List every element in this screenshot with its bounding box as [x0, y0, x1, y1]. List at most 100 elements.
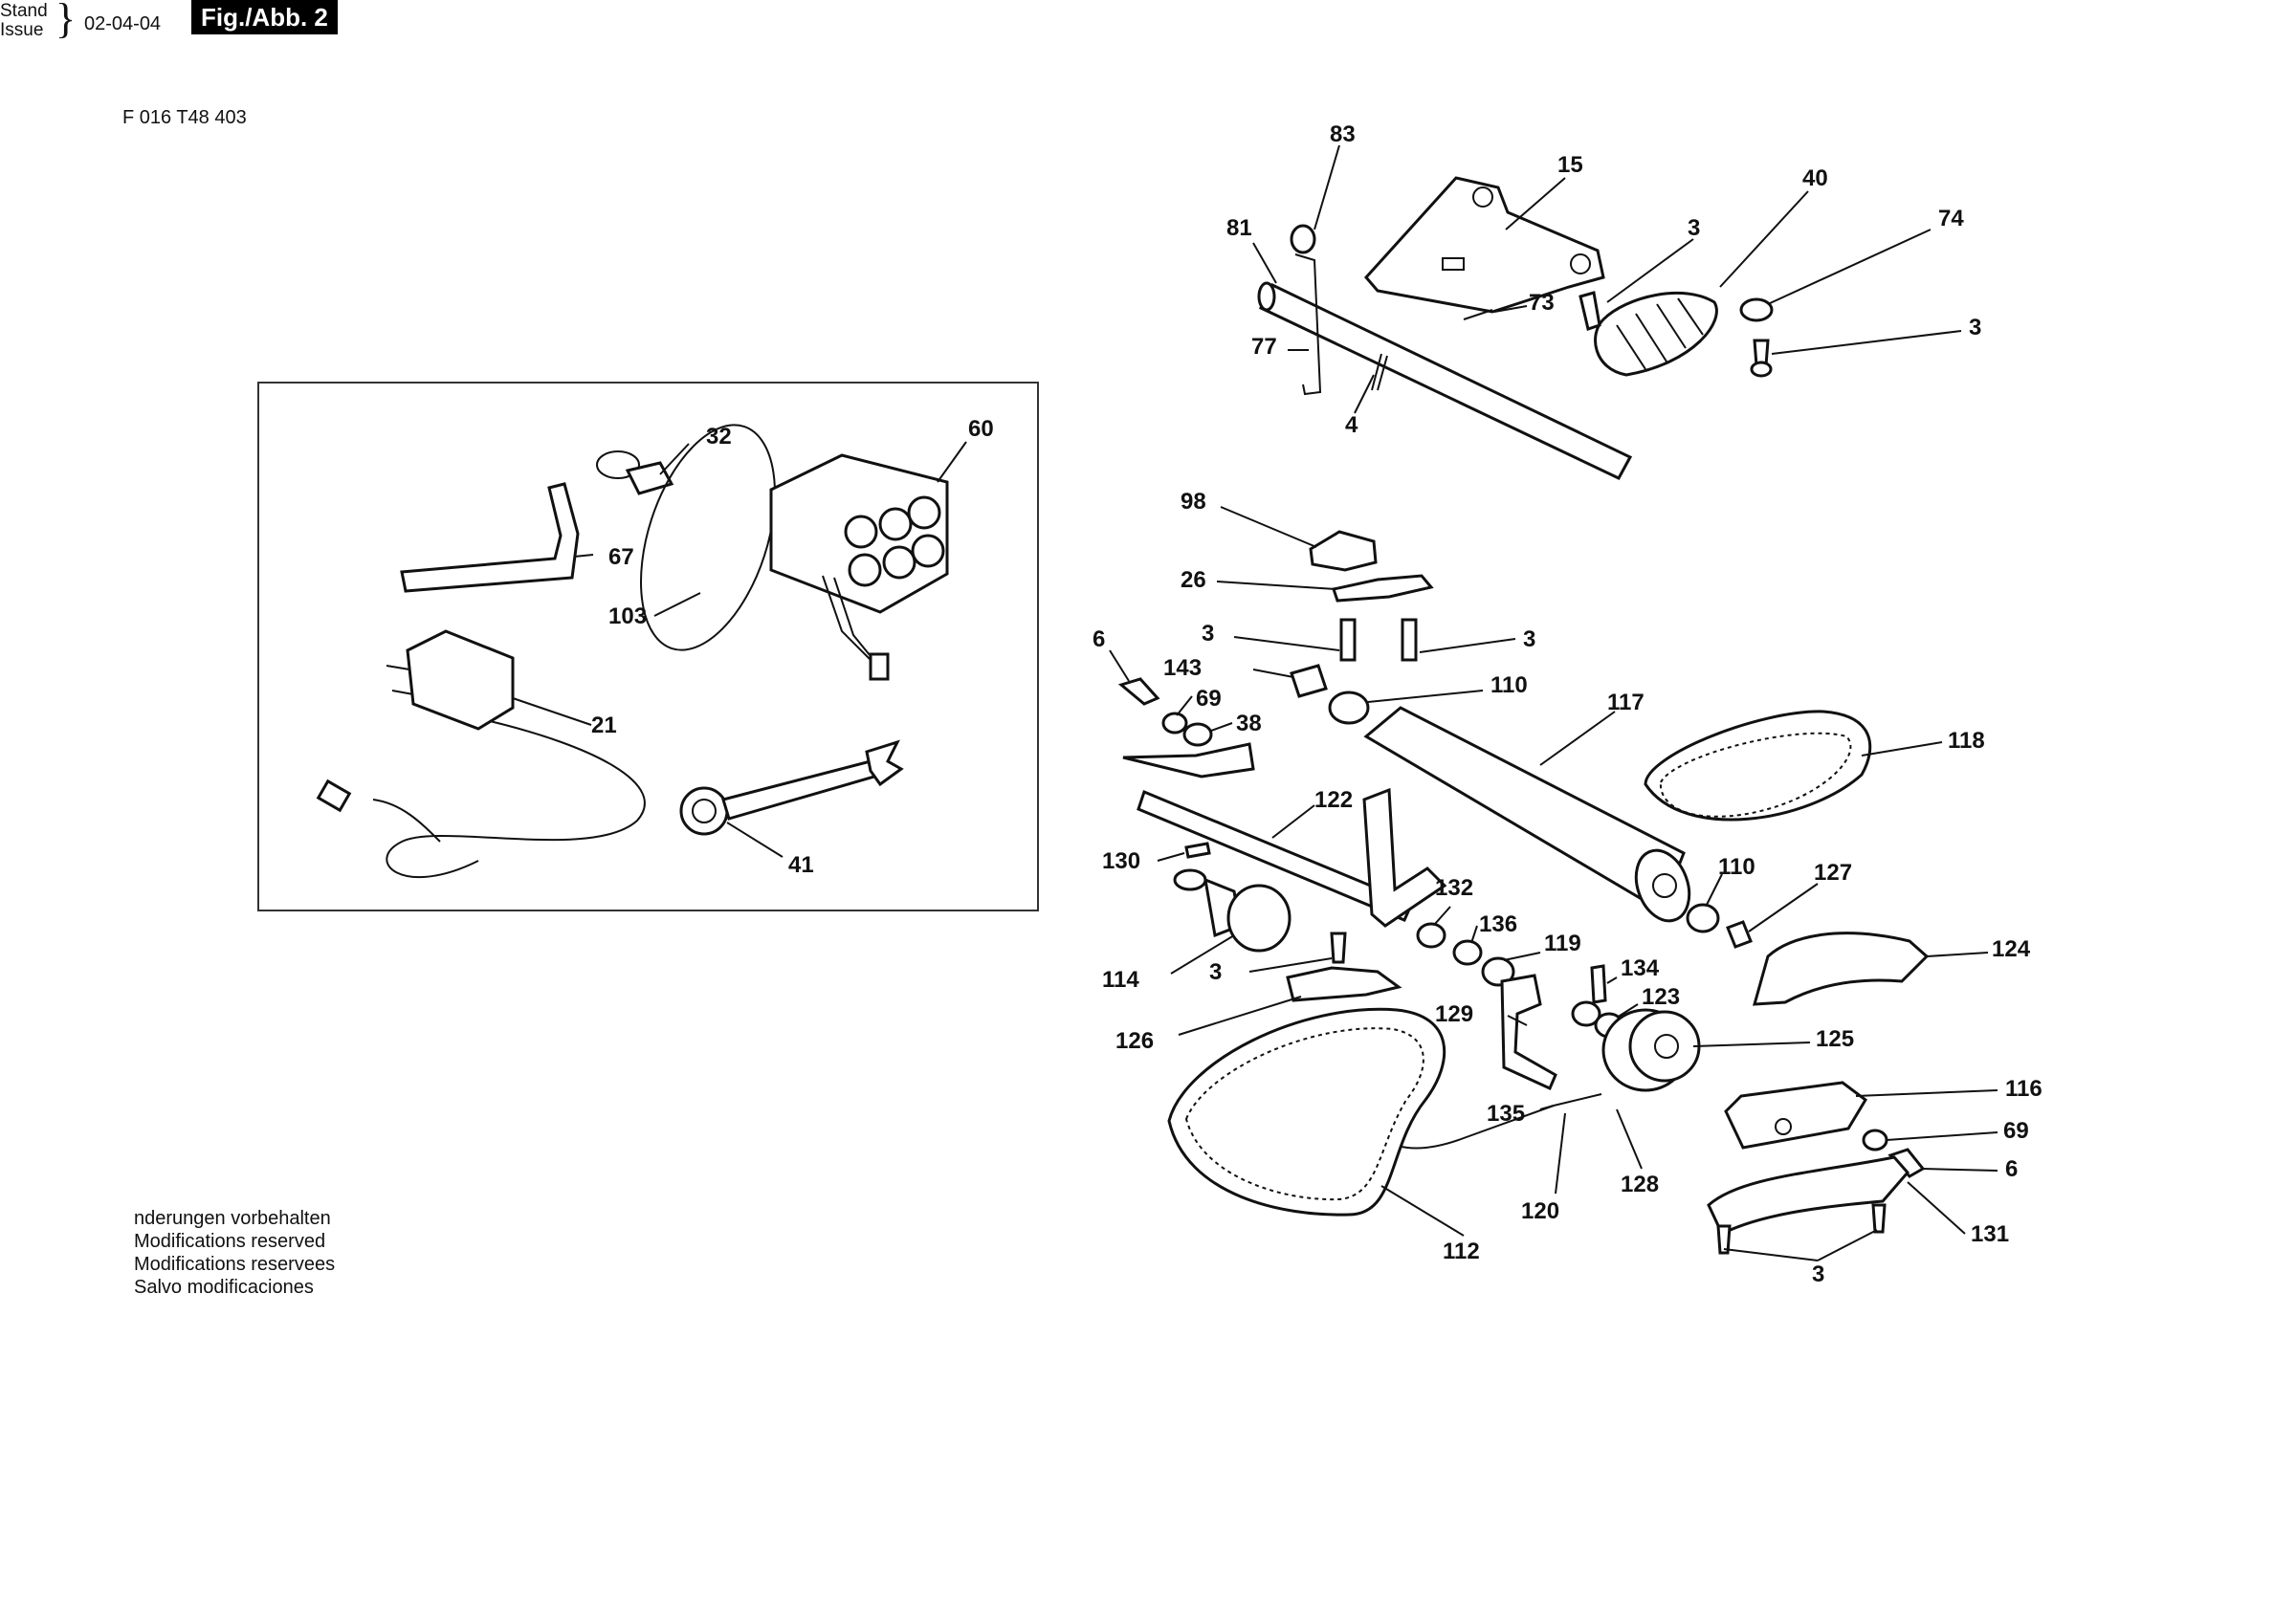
washer-part-69-a	[1161, 712, 1188, 735]
callout-3-c: 3	[1202, 621, 1214, 647]
lever-part-129	[1500, 974, 1557, 1091]
callout-112: 112	[1443, 1239, 1480, 1264]
callout-60: 60	[968, 416, 994, 442]
callout-135: 135	[1487, 1101, 1525, 1127]
bearing-part-110-b	[1686, 903, 1720, 933]
callout-110-b: 110	[1718, 854, 1755, 880]
pin-part-73	[1463, 309, 1493, 320]
clamp-part-98	[1309, 530, 1378, 572]
callout-122: 122	[1314, 787, 1353, 813]
screw-part-3-d	[1401, 618, 1418, 662]
callout-3-f: 3	[1812, 1261, 1824, 1287]
clip-part-4	[1371, 353, 1388, 391]
screw-part-3-e	[1330, 932, 1347, 964]
washer-part-83	[1290, 224, 1316, 254]
callout-6-a: 6	[1093, 626, 1105, 652]
revision-date: 02-04-04	[84, 13, 162, 34]
accessory-box	[257, 382, 1039, 911]
callout-69-b: 69	[2003, 1118, 2029, 1144]
callout-124: 124	[1992, 936, 2031, 962]
bushing-part-127	[1726, 920, 1753, 949]
stand-label: Stand	[0, 1, 48, 21]
callout-3-e: 3	[1209, 959, 1222, 985]
callout-110-a: 110	[1490, 672, 1528, 698]
issue-label: Issue	[0, 20, 44, 40]
spring-part-128	[1553, 1093, 1602, 1107]
callout-77: 77	[1251, 334, 1277, 360]
callout-123: 123	[1642, 984, 1680, 1010]
washer-part-136	[1452, 939, 1483, 966]
callout-6-b: 6	[2005, 1156, 2018, 1182]
wrench-part-41	[679, 739, 904, 836]
callout-120: 120	[1521, 1198, 1559, 1224]
modifications-notice: nderungen vorbehalten Modifications rese…	[134, 1207, 335, 1299]
callout-134: 134	[1621, 955, 1660, 981]
screw-part-3-a	[1578, 291, 1601, 331]
callout-41: 41	[788, 852, 814, 878]
knob-part-114	[1173, 868, 1292, 953]
connector-block-part-60	[640, 424, 949, 681]
callout-116: 116	[2005, 1076, 2042, 1102]
callout-117: 117	[1607, 690, 1645, 715]
rod-part-77	[1294, 253, 1322, 396]
screw-part-3-b	[1750, 339, 1773, 378]
callout-119: 119	[1544, 931, 1581, 956]
callout-69-a: 69	[1196, 686, 1222, 712]
pulley-part-125	[1601, 1008, 1701, 1092]
plate-part-26	[1332, 574, 1434, 603]
revision-block: Stand Issue } 02-04-04 Fig./Abb. 2	[0, 0, 402, 44]
callout-4: 4	[1345, 412, 1358, 438]
callout-136: 136	[1479, 911, 1517, 937]
callout-103: 103	[608, 603, 647, 629]
bearing-part-110-a	[1328, 691, 1370, 725]
callout-40: 40	[1802, 165, 1828, 191]
callout-labels: 83 15 40 81 3 74 73 3 77 4 32 60 67 103 …	[591, 121, 2042, 1287]
bushing-part-143	[1290, 664, 1328, 698]
notice-line-en: Modifications reserved	[134, 1231, 326, 1252]
callout-83: 83	[1330, 121, 1356, 147]
callout-26: 26	[1181, 567, 1206, 593]
cover-part-131	[1707, 1155, 1910, 1237]
callout-21: 21	[591, 713, 617, 738]
callout-127: 127	[1814, 860, 1852, 886]
document-number: F 016 T48 403	[122, 107, 247, 128]
arm-part-116	[1724, 1081, 1867, 1150]
callout-114: 114	[1102, 967, 1139, 993]
callout-131: 131	[1971, 1221, 2009, 1247]
callout-98: 98	[1181, 489, 1206, 515]
callout-125: 125	[1816, 1026, 1854, 1052]
screw-part-3-f	[1716, 1203, 1887, 1255]
brace-icon: }	[55, 0, 77, 42]
callout-118: 118	[1948, 728, 1985, 754]
callout-73: 73	[1529, 290, 1555, 316]
bracket-plate-part-15	[1364, 176, 1605, 314]
callout-3-a: 3	[1688, 215, 1700, 241]
washer-part-69-b	[1862, 1129, 1888, 1151]
callout-130: 130	[1102, 848, 1140, 874]
pin-part-130	[1184, 842, 1211, 859]
callout-74: 74	[1938, 206, 1964, 231]
pin-part-134	[1590, 964, 1607, 1004]
callout-32: 32	[706, 424, 732, 450]
callout-143: 143	[1163, 655, 1202, 681]
drive-belt-part-112	[1167, 1007, 1446, 1217]
leader-lines	[512, 144, 1998, 1261]
plug-part-21	[316, 629, 646, 879]
shaft-part-81	[1257, 281, 1633, 480]
washer-part-119	[1481, 956, 1515, 987]
callout-129: 129	[1435, 1001, 1473, 1027]
bracket-part-126	[1286, 966, 1402, 1002]
screw-part-6-a	[1117, 677, 1160, 706]
notice-line-es: Salvo modificaciones	[134, 1277, 314, 1298]
callout-67: 67	[608, 544, 634, 570]
guard-part-124	[1752, 932, 1930, 1006]
key-part-32	[596, 450, 674, 495]
figure-badge: Fig./Abb. 2	[191, 0, 338, 34]
callout-15: 15	[1557, 152, 1583, 178]
roller-part-117	[1363, 706, 1691, 923]
notice-line-de: nderungen vorbehalten	[134, 1208, 331, 1229]
callout-128: 128	[1621, 1172, 1659, 1197]
lever-shaft-part-122	[1122, 742, 1447, 928]
callout-132: 132	[1435, 875, 1473, 901]
